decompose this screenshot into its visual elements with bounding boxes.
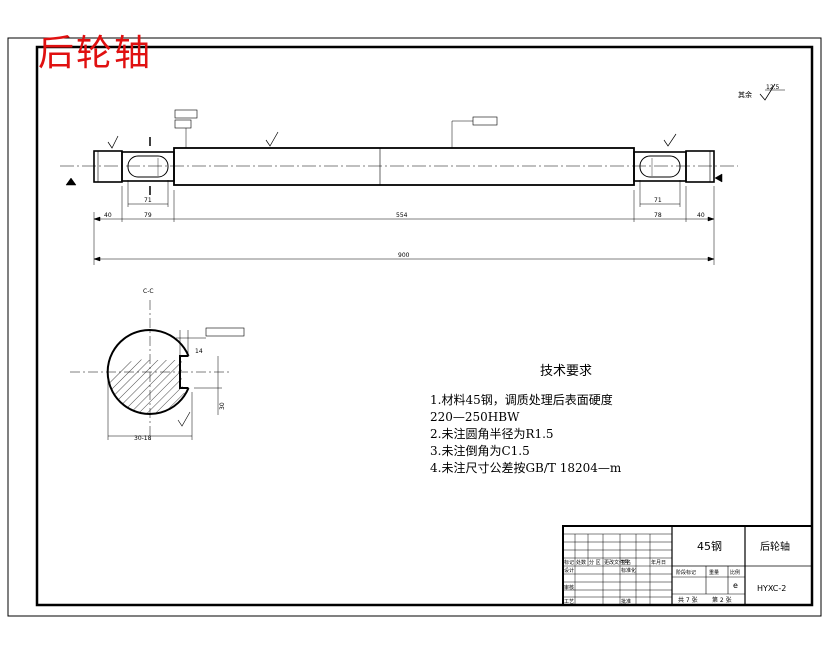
section-keyway-width: 14: [195, 348, 203, 355]
section-depth-dim: 30: [219, 402, 226, 410]
inner-frame: [35, 45, 814, 607]
dim-total: 900: [398, 252, 410, 259]
title-block: [562, 525, 813, 606]
tb-process: 工艺: [564, 599, 574, 605]
tb-scale-mark: e: [733, 581, 738, 590]
tb-header-0: 标记: [564, 559, 574, 566]
tb-sheet-no: 第 2 张: [712, 596, 732, 604]
dim-main-body: 554: [396, 212, 408, 219]
outer-frame: [7, 37, 822, 617]
dim-right-end: 40: [697, 212, 705, 219]
tb-header-5: 年月日: [651, 559, 666, 566]
dim-right-key-seg: 78: [654, 212, 662, 219]
stamp-title: 后轮轴: [38, 33, 153, 74]
roughness-value: 12.5: [766, 84, 780, 91]
tech-requirement-item: 220—250HBW: [430, 410, 520, 424]
roughness-symbol: [759, 83, 785, 101]
dim-left-key-seg: 79: [144, 212, 152, 219]
dim-left-end: 40: [104, 212, 112, 219]
tech-requirement-item: 3.未注倒角为C1.5: [430, 444, 530, 458]
tb-design: 设计: [564, 567, 574, 574]
tb-material: 45钢: [697, 540, 722, 553]
tb-approve: 批准: [621, 598, 631, 605]
tb-standardize: 标准化: [621, 567, 636, 574]
tech-requirements-title: 技术要求: [540, 364, 593, 379]
section-dia-dim: 30-18: [134, 435, 152, 442]
tb-scale-label: 比例: [730, 569, 740, 576]
tb-part-name: 后轮轴: [760, 540, 790, 553]
tb-header-1: 处数: [576, 559, 586, 566]
shaft-main-view: [60, 109, 738, 195]
tb-sheet-total: 共 7 张: [678, 596, 698, 604]
dim-key-len-left: 71: [144, 197, 152, 204]
tech-requirements-list: 1.材料45钢，调质处理后表面硬度 220—250HBW 2.未注圆角半径为R1…: [430, 392, 621, 477]
dim-key-len-right: 71: [654, 197, 662, 204]
tech-requirement-item: 2.未注圆角半径为R1.5: [430, 427, 554, 441]
tb-header-4: 签名: [621, 559, 631, 566]
tech-requirement-item: 4.未注尺寸公差按GB/T 18204—m: [430, 461, 622, 475]
section-view: [70, 300, 245, 440]
tb-check: 审核: [564, 584, 574, 591]
section-label: C-C: [143, 288, 154, 295]
tb-drawing-no: HYXC-2: [757, 584, 786, 593]
tb-stage-label: 阶段标记: [676, 569, 696, 576]
dimension-lines: [93, 180, 715, 265]
roughness-note: 其余: [738, 90, 752, 99]
tb-header-2: 分 区: [589, 559, 601, 566]
tb-header-3: 更改文件号: [604, 559, 629, 566]
tb-weight-label: 重量: [709, 569, 719, 576]
tech-requirement-item: 1.材料45钢，调质处理后表面硬度: [430, 393, 613, 407]
